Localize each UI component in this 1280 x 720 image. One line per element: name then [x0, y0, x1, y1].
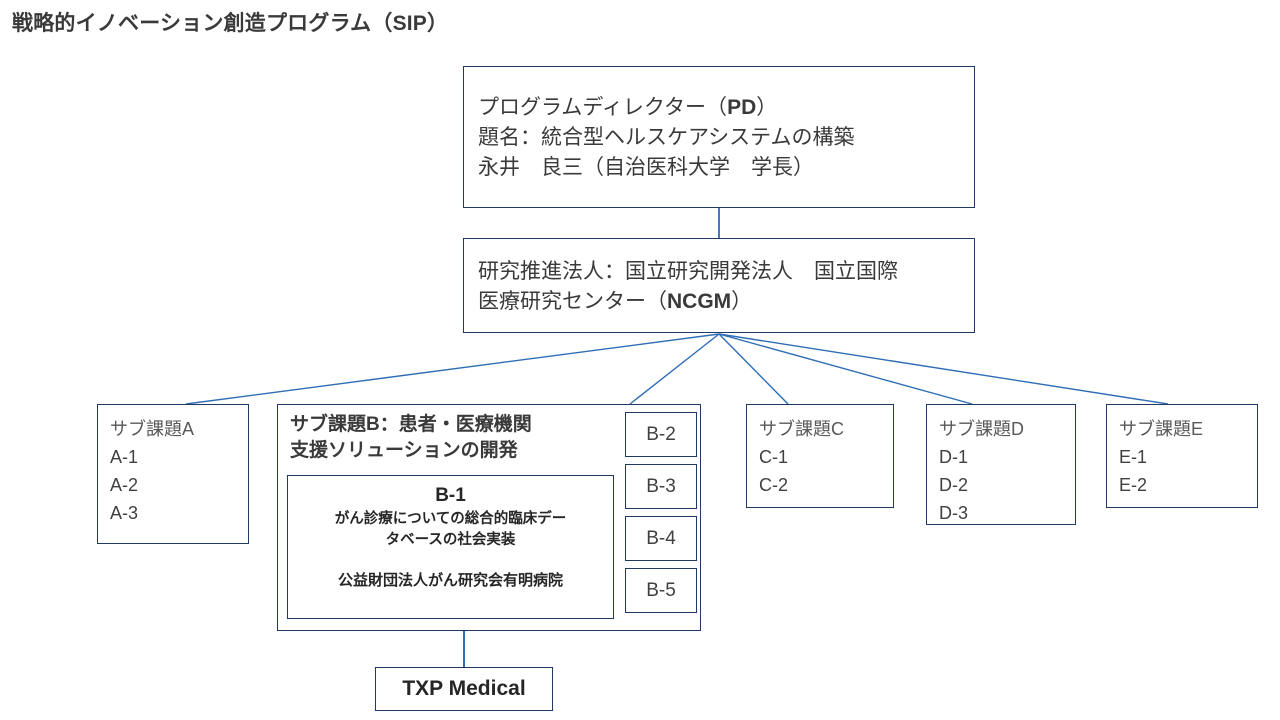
node-program-director: プログラムディレクター（PD） 題名：統合型ヘルスケアシステムの構築 永井 良三… [463, 66, 975, 208]
node-b1: B-1 がん診療についての総合的臨床デー タベースの社会実装 公益財団法人がん研… [287, 475, 614, 619]
subtask-b-suffix: ：患者・医療機関 [379, 414, 532, 435]
node-b3: B-3 [625, 464, 697, 509]
connector-ncgm-to-subtask-e [718, 333, 1169, 405]
ncgm-line-2: 医療研究センター（NCGM） [478, 287, 974, 317]
pd-role-acronym: PD [727, 96, 757, 119]
ncgm-name-prefix: 医療研究センター（ [478, 290, 667, 313]
connector-ncgm-to-subtask-b [629, 333, 720, 405]
node-txp-medical: TXP Medical [375, 667, 553, 711]
subtask-a-item: A-3 [110, 503, 139, 523]
ncgm-line-1: 研究推進法人：国立研究開発法人 国立国際 [478, 260, 898, 283]
subtask-b-letter: B [366, 414, 380, 435]
node-subtask-b: サブ課題B：患者・医療機関 支援ソリューションの開発 B-1 がん診療についての… [277, 404, 701, 631]
connector-ncgm-to-subtask-d [718, 333, 973, 405]
page-title-prefix: 戦略的イノベーション創造プログラム（ [12, 12, 393, 35]
subtask-a-item: A-2 [110, 475, 139, 495]
pd-role-suffix: ） [756, 96, 778, 119]
subtask-b-heading-line-1: サブ課題B：患者・医療機関 [290, 412, 532, 438]
node-subtask-a: サブ課題A A-1 A-2 A-3 [97, 404, 249, 544]
subtask-b-heading-line-2: 支援ソリューションの開発 [290, 440, 518, 461]
pd-theme-title: 題名：統合型ヘルスケアシステムの構築 [478, 126, 855, 149]
node-promotion-organization: 研究推進法人：国立研究開発法人 国立国際 医療研究センター（NCGM） [463, 238, 975, 333]
node-subtask-c: サブ課題C C-1 C-2 [746, 404, 894, 508]
subtask-e-item: E-2 [1119, 475, 1148, 495]
node-subtask-d: サブ課題D D-1 D-2 D-3 [926, 404, 1076, 525]
subtask-c-item: C-2 [759, 475, 789, 495]
b1-title: B-1 [435, 485, 466, 506]
subtask-c-heading: サブ課題C [759, 419, 844, 439]
subtask-d-item: D-1 [939, 447, 969, 467]
page-title-suffix: ） [427, 12, 449, 35]
node-b4: B-4 [625, 516, 697, 561]
subtask-b-prefix: サブ課題 [290, 414, 367, 435]
connector-ncgm-to-subtask-a [185, 333, 720, 405]
pd-person-name: 永井 良三（自治医科大学 学長） [478, 156, 814, 179]
subtask-e-heading: サブ課題E [1119, 419, 1204, 439]
subtask-a-item: A-1 [110, 447, 139, 467]
node-b5: B-5 [625, 568, 697, 613]
page-title-acronym: SIP [392, 12, 428, 35]
ncgm-acronym: NCGM [667, 290, 732, 313]
subtask-c-item: C-1 [759, 447, 789, 467]
subtask-b-heading: サブ課題B：患者・医療機関 支援ソリューションの開発 [290, 412, 532, 464]
subtask-e-item: E-1 [1119, 447, 1148, 467]
b1-description-line-2: タベースの社会実装 [385, 532, 516, 548]
page-title: 戦略的イノベーション創造プログラム（SIP） [12, 7, 448, 37]
pd-role-prefix: プログラムディレクター（ [478, 96, 728, 119]
node-b2: B-2 [625, 412, 697, 457]
subtask-d-item: D-2 [939, 475, 969, 495]
b1-description-line-1: がん診療についての総合的臨床デー [334, 511, 567, 527]
pd-line-1: プログラムディレクター（PD） [478, 93, 974, 123]
b1-organization: 公益財団法人がん研究会有明病院 [337, 572, 563, 589]
node-subtask-e: サブ課題E E-1 E-2 [1106, 404, 1258, 508]
subtask-d-item: D-3 [939, 503, 969, 523]
connector-ncgm-to-subtask-c [718, 333, 789, 405]
subtask-a-heading: サブ課題A [110, 419, 195, 439]
subtask-d-heading: サブ課題D [939, 419, 1024, 439]
ncgm-name-suffix: ） [731, 290, 753, 313]
